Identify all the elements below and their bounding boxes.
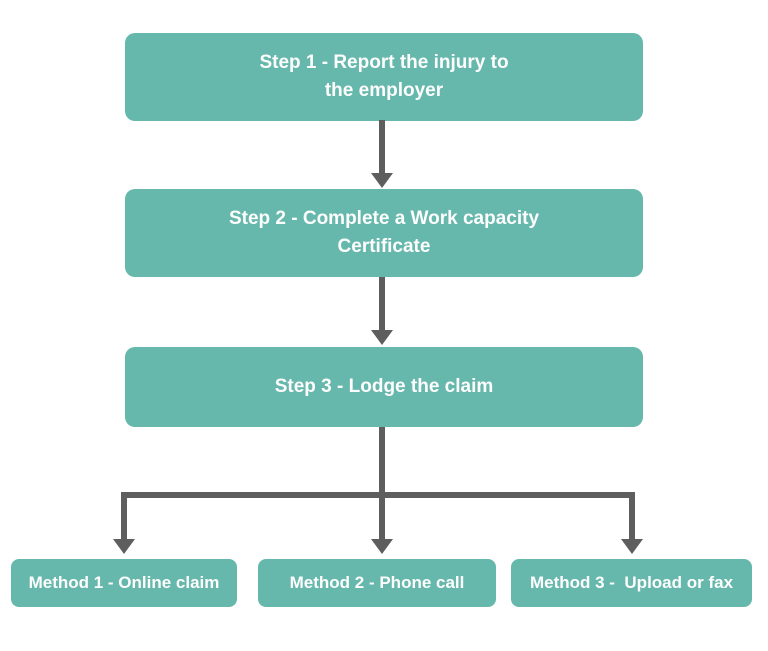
arrow-down-icon — [371, 173, 393, 188]
connector-branch-method1-line — [121, 492, 127, 539]
connector-step1-step2-line — [379, 120, 385, 174]
connector-step3-trunk-line — [379, 427, 385, 539]
connector-step2-step3-line — [379, 277, 385, 331]
arrow-down-icon — [371, 330, 393, 345]
flow-node-method-2: Method 2 - Phone call — [258, 559, 496, 607]
connector-branch-horizontal-line — [121, 492, 635, 498]
arrow-down-icon — [113, 539, 135, 554]
flow-node-method-3: Method 3 - Upload or fax — [511, 559, 752, 607]
flow-node-step-3: Step 3 - Lodge the claim — [125, 347, 643, 427]
connector-branch-method3-line — [629, 492, 635, 539]
arrow-down-icon — [621, 539, 643, 554]
flow-node-method-1: Method 1 - Online claim — [11, 559, 237, 607]
arrow-down-icon — [371, 539, 393, 554]
flow-node-step-2: Step 2 - Complete a Work capacity Certif… — [125, 189, 643, 277]
flow-node-step-1: Step 1 - Report the injury to the employ… — [125, 33, 643, 121]
